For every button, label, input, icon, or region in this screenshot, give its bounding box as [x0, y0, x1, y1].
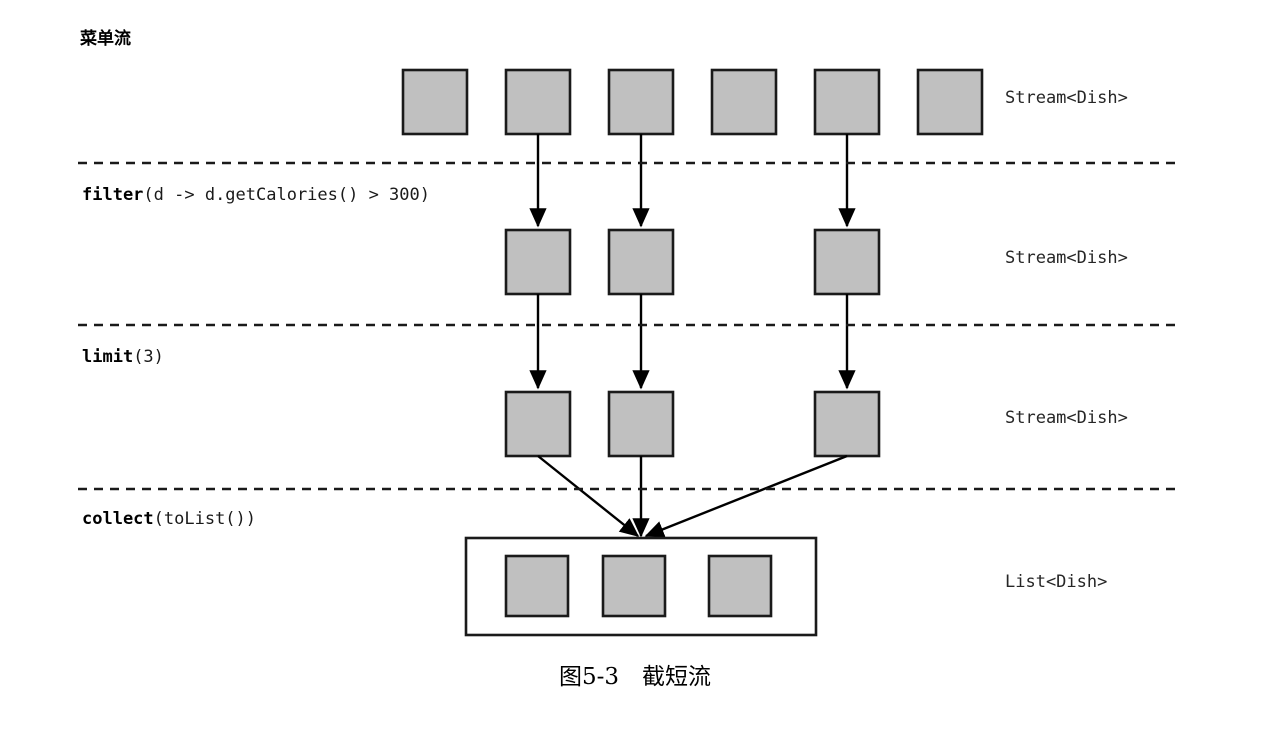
stream-box	[607, 228, 675, 296]
stage-title: 菜单流	[80, 29, 131, 49]
type-label-stream-row3: Stream<Dish>	[1005, 408, 1128, 428]
flow-arrow	[537, 455, 640, 537]
stream-box	[607, 390, 675, 458]
figure-caption: 图5-3 截短流	[558, 664, 712, 690]
stream-box	[607, 68, 675, 136]
row-result-list	[464, 536, 818, 637]
operation-label-limit: limit(3)	[82, 347, 164, 367]
stream-box	[401, 68, 469, 136]
operation-args-limit: (3)	[133, 347, 164, 367]
list-item-box	[707, 554, 773, 618]
stream-box	[504, 68, 572, 136]
stream-box	[504, 228, 572, 296]
operation-args-collect: (toList())	[153, 509, 257, 529]
stream-box	[916, 68, 984, 136]
operation-label-collect: collect(toList())	[82, 509, 256, 529]
operation-label-filter: filter(d -> d.getCalories() > 300)	[82, 185, 430, 205]
type-label-stream-row1: Stream<Dish>	[1005, 88, 1128, 108]
arrows-filter-stage	[529, 134, 856, 228]
operation-name-filter: filter	[82, 185, 144, 205]
list-item-box	[601, 554, 667, 618]
list-item-box	[504, 554, 570, 618]
stream-box	[710, 68, 778, 136]
row-after-limit	[504, 390, 881, 458]
stream-box	[813, 390, 881, 458]
operation-name-collect: collect	[82, 509, 154, 529]
flow-arrow	[644, 454, 848, 538]
operation-name-limit: limit	[82, 347, 134, 367]
arrows-collect-stage	[537, 454, 848, 538]
stream-box	[504, 390, 572, 458]
type-label-stream-row2: Stream<Dish>	[1005, 248, 1128, 268]
arrows-limit-stage	[529, 294, 856, 390]
row-after-filter	[504, 228, 881, 296]
row-source-stream	[401, 68, 984, 136]
stream-box	[813, 228, 881, 296]
type-label-list: List<Dish>	[1005, 572, 1108, 592]
stream-box	[813, 68, 881, 136]
operation-args-filter: (d -> d.getCalories() > 300)	[143, 185, 430, 205]
